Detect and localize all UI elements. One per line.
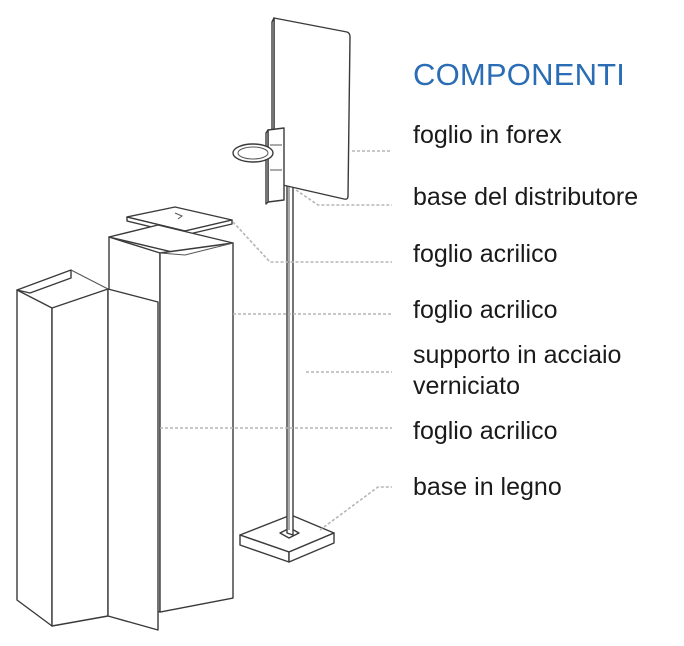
label-forex-sheet: foglio in forex [413, 121, 562, 149]
label-painted-steel-support: supporto in acciaio verniciato [413, 341, 622, 400]
dispenser-holder [232, 127, 285, 205]
label-acrylic-sheet-lid: foglio acrilico [413, 240, 558, 268]
label-wooden-base: base in legno [413, 473, 562, 501]
steel-pole [286, 169, 294, 536]
label-acrylic-sheet-back: foglio acrilico [413, 296, 558, 324]
acrylic-column-front [16, 269, 159, 631]
label-acrylic-sheet-front: foglio acrilico [413, 417, 558, 445]
leader-lines [160, 150, 392, 531]
components-title: COMPONENTI [413, 57, 626, 92]
label-dispenser-base: base del distributore [413, 183, 639, 211]
